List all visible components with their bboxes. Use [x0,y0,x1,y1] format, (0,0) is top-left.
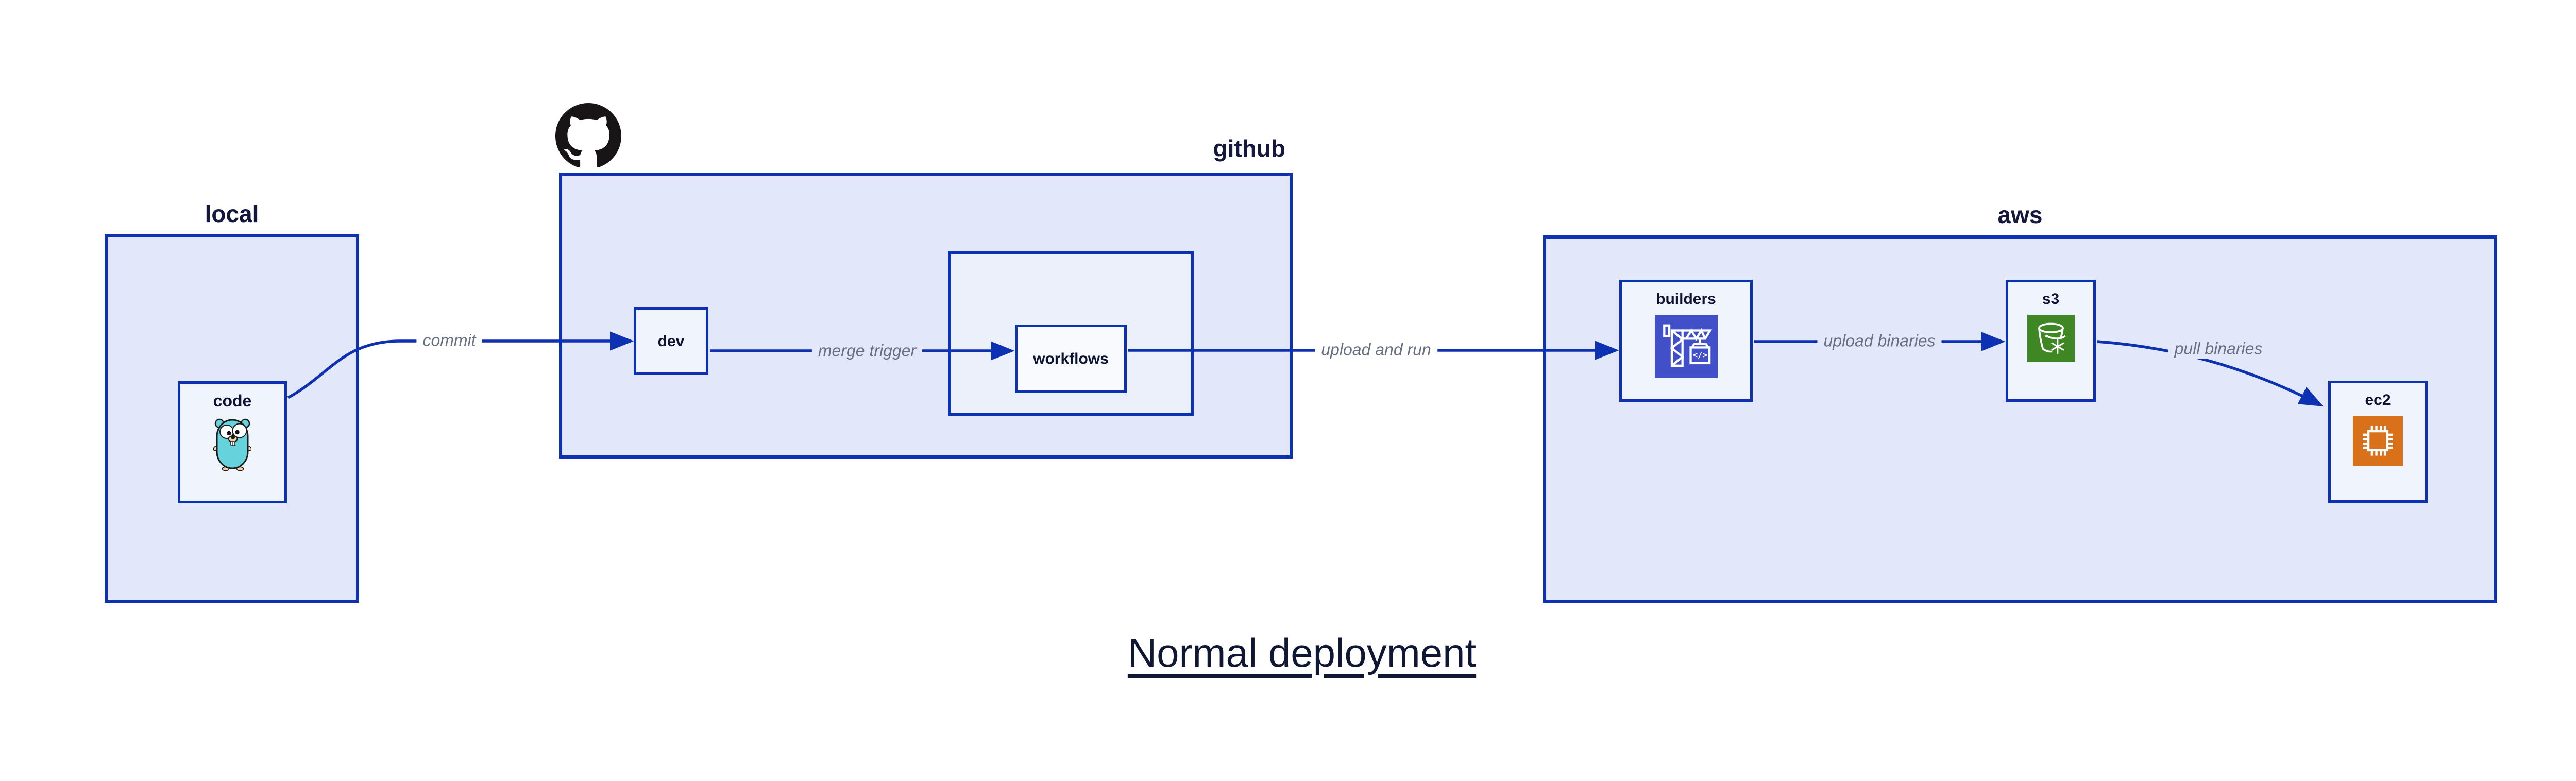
node-workflows: workflows [1015,325,1127,393]
node-code: code [178,381,287,503]
go-gopher-icon [213,418,251,471]
node-label-code: code [213,392,252,410]
node-label-workflows: workflows [1033,350,1109,367]
aws-s3-bucket-icon [2027,315,2075,362]
node-builders: builders </> [1619,280,1753,402]
node-label-ec2: ec2 [2365,392,2391,409]
node-label-s3: s3 [2042,291,2060,308]
edge-label-merge-trigger: merge trigger [811,341,923,361]
container-label-aws: aws [1997,201,2043,228]
node-ec2: ec2 [2328,381,2428,503]
diagram-title: Normal deployment [1127,630,1477,675]
codebuild-code-glyph: </> [1692,350,1707,360]
node-label-builders: builders [1656,291,1716,308]
container-label-github: github [1213,135,1286,162]
aws-codebuild-icon: </> [1654,315,1718,378]
edge-label-upload-binaries: upload binaries [1817,331,1942,351]
node-dev: dev [634,307,708,375]
edge-label-upload-and-run: upload and run [1315,339,1437,360]
github-octocat-icon [555,103,621,167]
node-s3: s3 [2006,280,2096,402]
aws-ec2-chip-icon [2353,416,2403,466]
node-label-dev: dev [657,332,685,350]
edge-label-pull-binaries: pull binaries [2168,338,2269,359]
container-label-local: local [205,200,259,227]
edge-label-commit: commit [416,330,482,351]
